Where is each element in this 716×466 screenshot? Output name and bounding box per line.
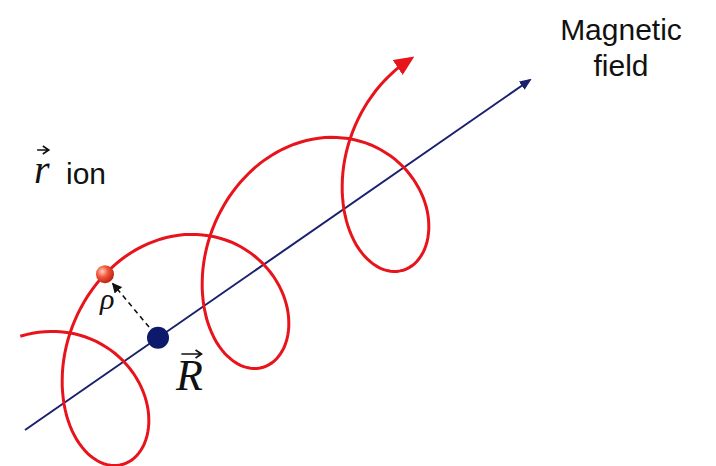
ion-label: ion <box>66 156 106 192</box>
guiding-center <box>147 327 169 349</box>
ion-sphere <box>96 265 114 283</box>
vector-symbol: R <box>176 352 203 400</box>
field-label: Magnetic field <box>536 12 706 84</box>
radius-arrow <box>113 283 149 327</box>
radius-symbol: ρ <box>100 282 114 315</box>
helix-path <box>20 59 429 466</box>
vector-symbol: r <box>34 148 50 192</box>
field-line <box>25 80 530 430</box>
